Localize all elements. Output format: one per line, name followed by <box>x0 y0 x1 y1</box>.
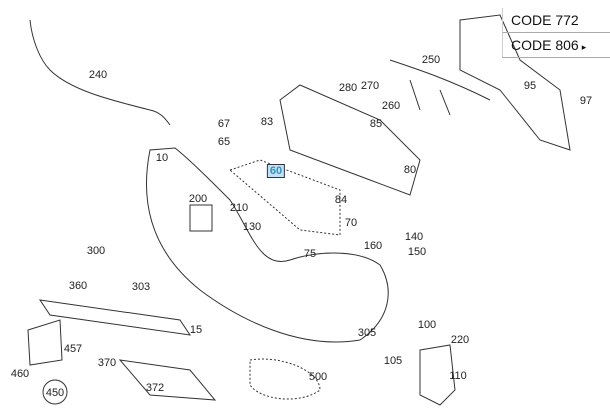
arrow-right-icon: ▸ <box>581 42 587 52</box>
code-label: CODE 772 <box>511 12 579 28</box>
part-callout-303[interactable]: 303 <box>131 281 151 293</box>
code-label: CODE 806 <box>511 37 579 53</box>
part-callout-200[interactable]: 200 <box>188 193 208 205</box>
part-callout-70[interactable]: 70 <box>344 217 358 229</box>
part-callout-500[interactable]: 500 <box>308 371 328 383</box>
part-callout-220[interactable]: 220 <box>450 334 470 346</box>
part-callout-65[interactable]: 65 <box>217 136 231 148</box>
part-callout-15[interactable]: 15 <box>189 324 203 336</box>
part-callout-450[interactable]: 450 <box>45 387 65 399</box>
part-callout-85[interactable]: 85 <box>369 118 383 130</box>
part-callout-83[interactable]: 83 <box>260 116 274 128</box>
plate-457 <box>27 319 63 366</box>
harness-250 <box>389 59 491 116</box>
part-callout-10[interactable]: 10 <box>155 152 169 164</box>
part-callout-75[interactable]: 75 <box>303 248 317 260</box>
grille-60 <box>229 159 341 236</box>
part-callout-210[interactable]: 210 <box>229 202 249 214</box>
part-callout-270[interactable]: 270 <box>360 80 380 92</box>
part-callout-160[interactable]: 160 <box>363 240 383 252</box>
part-callout-80[interactable]: 80 <box>403 164 417 176</box>
bracket-110 <box>419 344 456 406</box>
part-callout-60[interactable]: 60 <box>266 164 286 178</box>
part-callout-105[interactable]: 105 <box>383 355 403 367</box>
part-callout-150[interactable]: 150 <box>407 246 427 258</box>
part-callout-370[interactable]: 370 <box>97 357 117 369</box>
part-callout-95[interactable]: 95 <box>523 80 537 92</box>
part-callout-240[interactable]: 240 <box>88 69 108 81</box>
wiring-harness-240 <box>29 19 171 126</box>
part-callout-110[interactable]: 110 <box>449 370 467 382</box>
part-callout-457[interactable]: 457 <box>63 343 83 355</box>
spoiler-360 <box>38 299 192 336</box>
part-callout-140[interactable]: 140 <box>404 231 424 243</box>
part-callout-280[interactable]: 280 <box>338 82 358 94</box>
grille-500 <box>249 358 321 400</box>
part-callout-100[interactable]: 100 <box>417 319 437 331</box>
part-callout-250[interactable]: 250 <box>421 54 441 66</box>
part-callout-305[interactable]: 305 <box>357 327 377 339</box>
part-callout-372[interactable]: 372 <box>145 382 165 394</box>
module-200 <box>189 204 213 232</box>
part-callout-300[interactable]: 300 <box>86 245 106 257</box>
code-772-item[interactable]: CODE 772 <box>502 8 610 33</box>
callout-circle-450 <box>42 379 68 405</box>
part-callout-84[interactable]: 84 <box>334 194 348 206</box>
part-callout-97[interactable]: 97 <box>579 95 593 107</box>
part-callout-130[interactable]: 130 <box>242 221 262 233</box>
part-callout-260[interactable]: 260 <box>381 100 401 112</box>
bumper-cover <box>146 147 389 343</box>
code-806-item[interactable]: CODE 806▸ <box>502 33 610 58</box>
part-callout-67[interactable]: 67 <box>217 118 231 130</box>
bracket-80 <box>279 84 421 196</box>
code-list: CODE 772 CODE 806▸ <box>502 8 610 58</box>
trim-372 <box>118 359 217 401</box>
part-callout-360[interactable]: 360 <box>68 280 88 292</box>
bracket-95 <box>459 14 571 151</box>
part-callout-460[interactable]: 460 <box>10 368 30 380</box>
